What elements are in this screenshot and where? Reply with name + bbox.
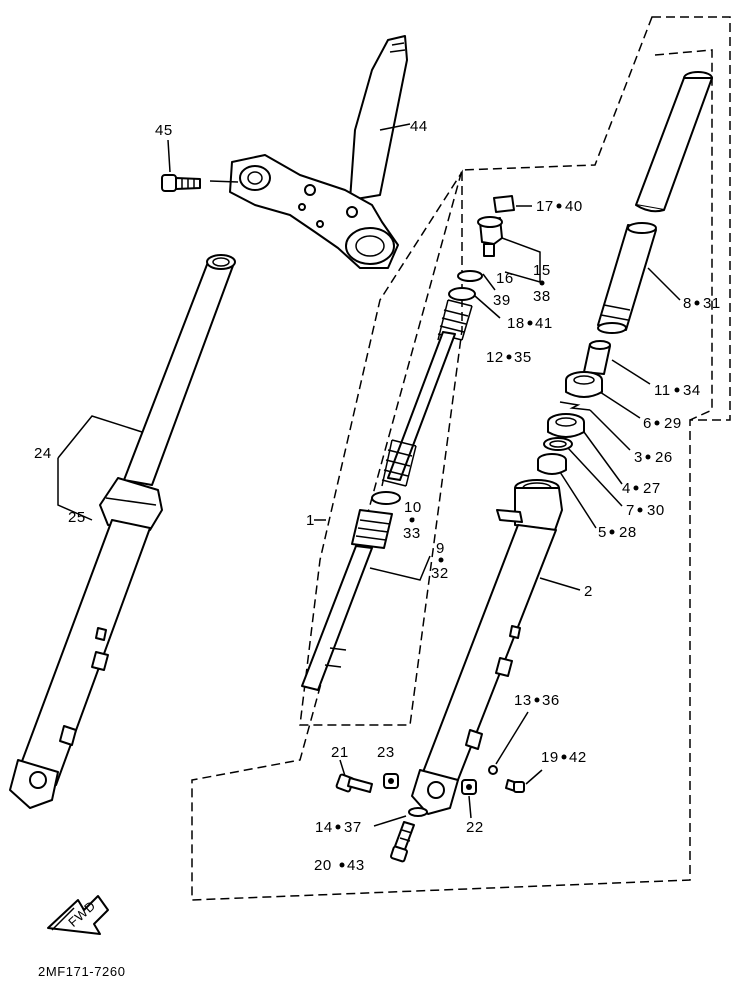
callout-40: 40 xyxy=(565,198,583,215)
gasket-23 xyxy=(383,773,399,789)
callout-39: 39 xyxy=(493,292,511,309)
outer-tube-2 xyxy=(411,479,563,815)
diagram-code: 2MF171-7260 xyxy=(38,964,126,979)
callout-34: 34 xyxy=(683,382,701,399)
callout-3: 3 xyxy=(634,449,643,466)
circlip-3 xyxy=(559,401,591,411)
callout-7: 7 xyxy=(626,502,635,519)
pinch-bolt-45 xyxy=(161,174,239,192)
forward-arrow-icon: FWD xyxy=(47,895,109,935)
callout-21: 21 xyxy=(331,744,349,761)
under-bracket-steering-stem xyxy=(229,35,408,269)
callout-14: 14 xyxy=(315,819,333,836)
cap-bolt-assembly xyxy=(448,195,515,301)
callout-28: 28 xyxy=(619,524,637,541)
callout-5: 5 xyxy=(598,524,607,541)
callout-24: 24 xyxy=(34,445,52,462)
callout-18: 18 xyxy=(507,315,525,332)
oil-seal-4 xyxy=(547,413,585,438)
callout-42: 42 xyxy=(569,749,587,766)
callout-30: 30 xyxy=(647,502,665,519)
callout-45: 45 xyxy=(155,122,173,139)
fork-spring-lower xyxy=(381,439,417,487)
callout-6: 6 xyxy=(643,415,652,432)
callout-41: 41 xyxy=(535,315,553,332)
dust-seal-6 xyxy=(565,371,603,398)
washer-7 xyxy=(543,437,573,451)
callout-16: 16 xyxy=(496,270,514,287)
callout-26: 26 xyxy=(655,449,673,466)
callout-31: 31 xyxy=(703,295,721,312)
damper-rod xyxy=(301,491,401,691)
callout-12: 12 xyxy=(486,349,504,366)
callout-27: 27 xyxy=(643,480,661,497)
assembled-fork-leg xyxy=(9,254,236,809)
callout-10: 10 xyxy=(404,499,422,516)
callout-19: 19 xyxy=(541,749,559,766)
gasket-14 xyxy=(408,807,428,817)
guide-bushing-5 xyxy=(537,453,567,475)
callout-9: 9 xyxy=(436,540,445,557)
callout-44: 44 xyxy=(410,118,428,135)
oil-lock-piece-11 xyxy=(583,340,611,375)
inner-tube xyxy=(635,71,713,213)
slide-bushing-8 xyxy=(597,222,657,334)
drain-bolt-21 xyxy=(335,773,373,793)
callout-4: 4 xyxy=(622,480,631,497)
callout-33: 33 xyxy=(403,525,421,542)
callout-11: 11 xyxy=(654,382,671,399)
plug-22 xyxy=(461,779,477,795)
callout-1: 1 xyxy=(306,512,315,529)
callout-20: 20 xyxy=(314,857,332,874)
bolt-20 xyxy=(390,821,415,863)
callout-17: 17 xyxy=(536,198,554,215)
callout-32: 32 xyxy=(431,565,449,582)
callout-38: 38 xyxy=(533,288,551,305)
bolt-19 xyxy=(505,779,525,793)
callout-13: 13 xyxy=(514,692,532,709)
callout-29: 29 xyxy=(664,415,682,432)
callout-35: 35 xyxy=(514,349,532,366)
callout-8: 8 xyxy=(683,295,692,312)
callout-25: 25 xyxy=(68,509,86,526)
callout-37: 37 xyxy=(344,819,362,836)
callout-43: 43 xyxy=(347,857,365,874)
callout-23: 23 xyxy=(377,744,395,761)
inner-group-outline xyxy=(299,169,463,726)
callout-2: 2 xyxy=(584,583,593,600)
callout-15: 15 xyxy=(533,262,551,279)
callout-22: 22 xyxy=(466,819,484,836)
washer-13 xyxy=(488,765,498,775)
callout-36: 36 xyxy=(542,692,560,709)
tube-group-outline xyxy=(654,49,713,421)
